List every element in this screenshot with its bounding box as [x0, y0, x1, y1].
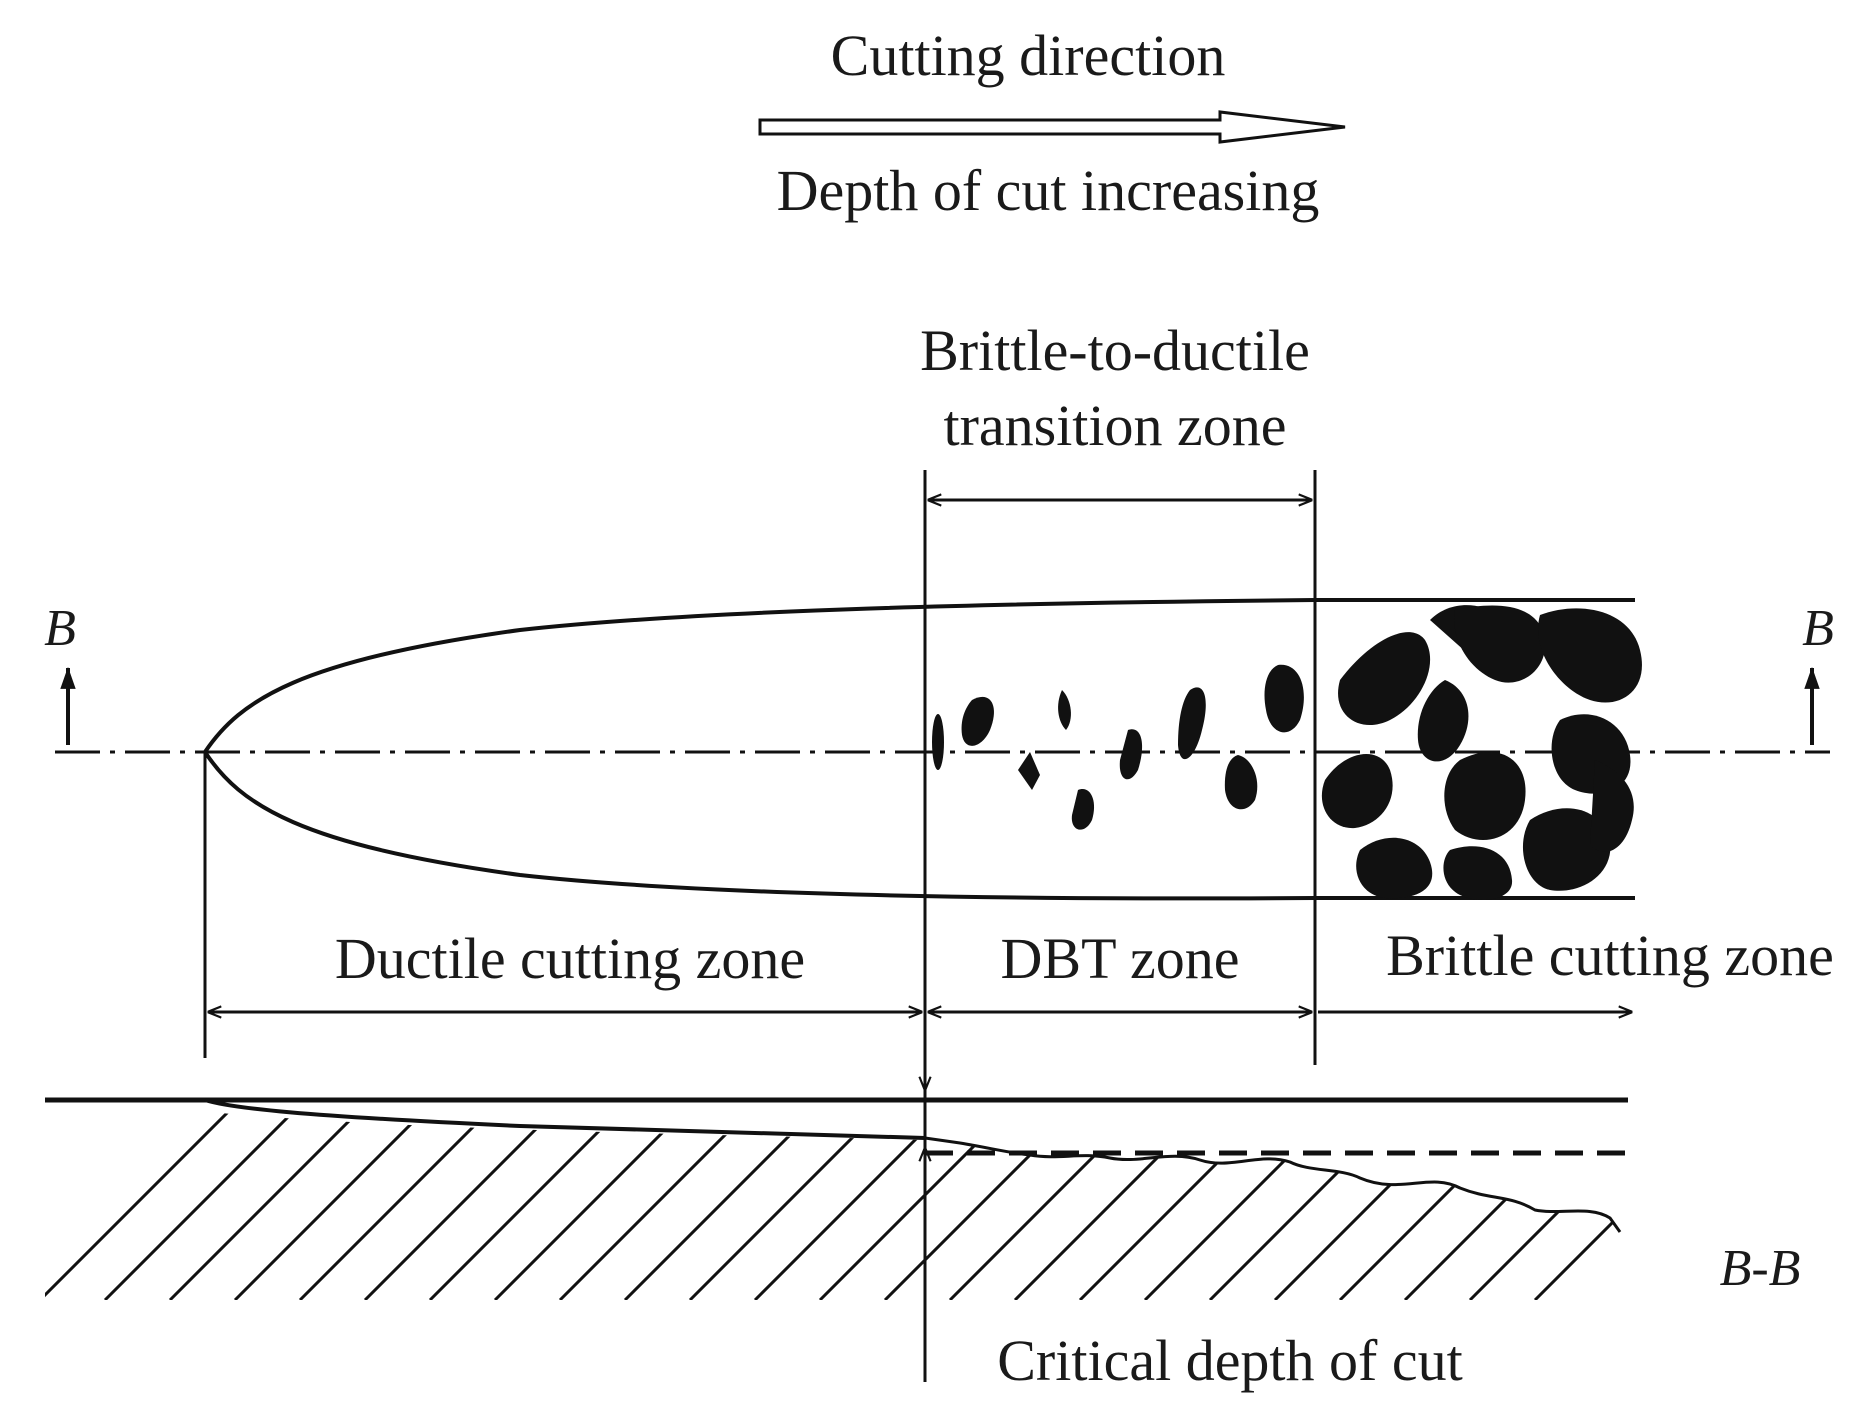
dbt-zone-cracks [932, 664, 1304, 830]
ductile-zone-label: Ductile cutting zone [335, 926, 805, 991]
critical-depth-label: Critical depth of cut [997, 1328, 1462, 1393]
ductile-cut-profile [204, 1098, 926, 1140]
cutting-direction-arrow [758, 110, 1346, 144]
brittle-zone-label: Brittle cutting zone [1386, 923, 1834, 988]
dbt-zone-label: DBT zone [1001, 926, 1240, 991]
section-view-hatching [45, 1105, 1620, 1300]
section-mark-right: B [1802, 600, 1834, 657]
section-view-label: B-B [1720, 1240, 1801, 1297]
cutting-direction-label: Cutting direction [831, 23, 1226, 88]
transition-zone-label-line1: Brittle-to-ductile [920, 318, 1310, 383]
depth-increasing-label: Depth of cut increasing [777, 158, 1320, 223]
brittle-zone-fractures [1321, 605, 1642, 900]
section-mark-left: B [44, 600, 76, 657]
brittle-cut-profile [924, 1136, 1622, 1233]
transition-zone-label-line2: transition zone [943, 393, 1286, 458]
